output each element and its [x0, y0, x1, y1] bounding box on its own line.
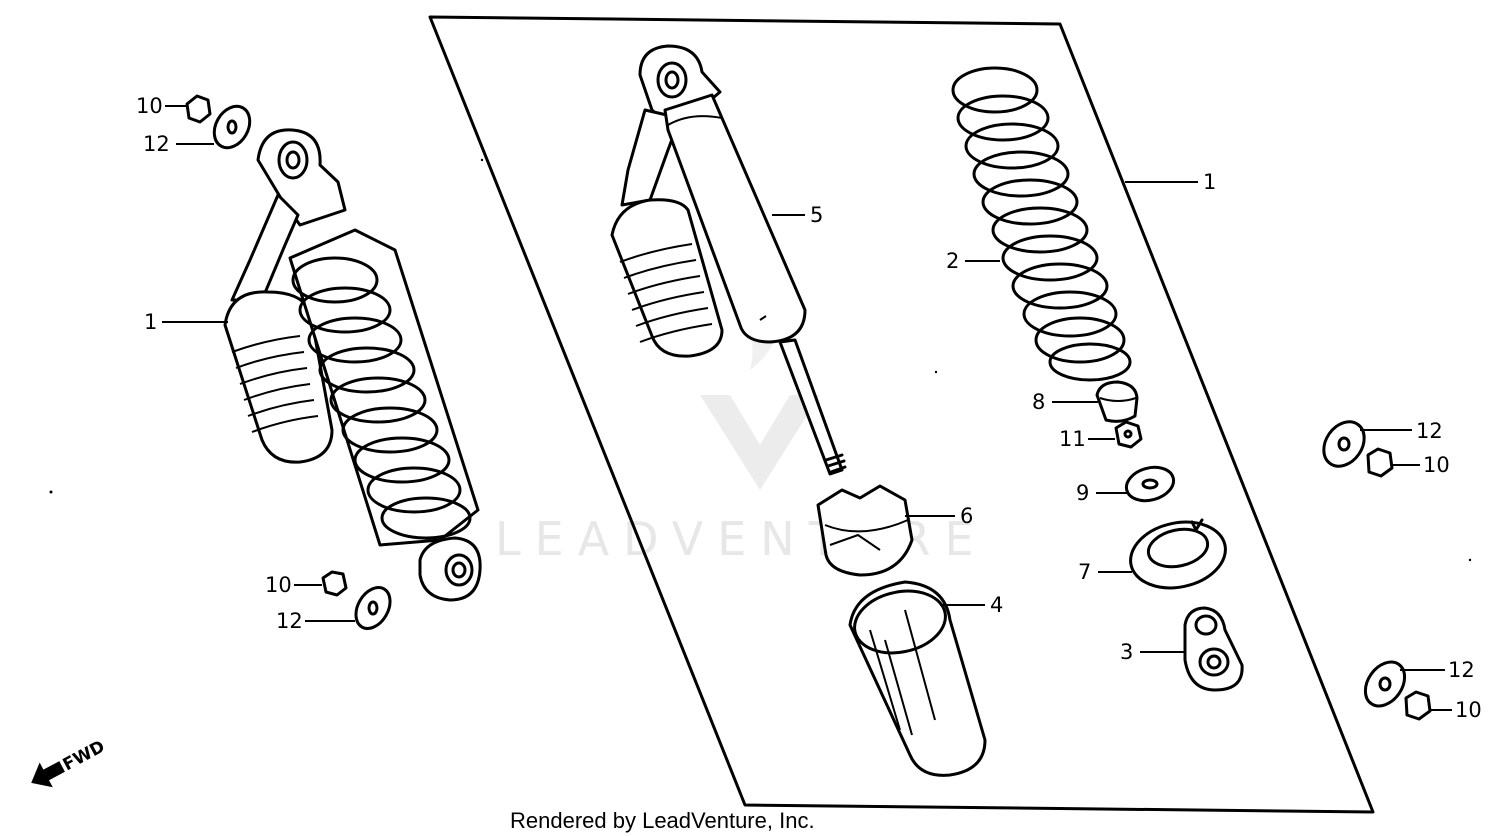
- shock-spring: [951, 66, 1132, 382]
- watermark-text: LEADVENTURE: [495, 512, 988, 566]
- damper-unit-5: [610, 44, 847, 476]
- left-bottom-washer-12: [354, 586, 392, 630]
- left-top-nut-10: [185, 94, 212, 124]
- print-specks: [49, 158, 1472, 562]
- callout-7: 7: [1078, 560, 1091, 584]
- callout-10: 10: [1455, 698, 1482, 722]
- callout-3: 3: [1120, 640, 1133, 664]
- callout-12: 12: [1416, 419, 1443, 443]
- callout-4: 4: [990, 593, 1003, 617]
- callout-1: 1: [1203, 170, 1216, 194]
- callout-6: 6: [960, 504, 973, 528]
- lock-nut-11: [1114, 420, 1143, 449]
- callout-1: 1: [144, 310, 157, 334]
- washer-9: [1124, 465, 1176, 503]
- left-bottom-nut-10: [321, 570, 348, 597]
- callout-10: 10: [265, 573, 292, 597]
- spring-seat-7: [1129, 518, 1227, 590]
- right-bottom-nut-10: [1404, 690, 1432, 721]
- right-top-washer-12: [1322, 420, 1366, 468]
- callout-12: 12: [143, 132, 170, 156]
- leader-lines: [162, 105, 1452, 711]
- right-top-nut-10: [1366, 447, 1394, 478]
- spring-stopper-6: [816, 484, 914, 577]
- callout-9: 9: [1076, 481, 1089, 505]
- left-top-washer-12: [212, 104, 252, 150]
- lower-bush-3: [1183, 606, 1244, 692]
- callout-2: 2: [946, 249, 959, 273]
- right-bottom-washer-12: [1363, 660, 1407, 708]
- callout-12: 12: [1448, 658, 1475, 682]
- forward-arrow-icon: [31, 761, 65, 788]
- bump-stopper-8: [1095, 380, 1139, 423]
- render-credit: Rendered by LeadVenture, Inc.: [510, 808, 815, 833]
- callout-12: 12: [276, 609, 303, 633]
- forward-label: FWD: [60, 737, 109, 776]
- protector-boot-4: [848, 580, 987, 777]
- callout-10: 10: [1423, 453, 1450, 477]
- callout-8: 8: [1032, 390, 1045, 414]
- left-shock-assembly: [223, 128, 482, 602]
- callout-5: 5: [810, 203, 823, 227]
- callout-11: 11: [1059, 427, 1086, 451]
- exploded-view-frame: [428, 15, 1375, 814]
- callout-10: 10: [136, 94, 163, 118]
- forward-direction-indicator: FWD: [31, 737, 109, 788]
- callout-numbers: 10 12 1 10 12 5 1 2 8 11 9 6 7 4 3 12 10…: [136, 94, 1482, 722]
